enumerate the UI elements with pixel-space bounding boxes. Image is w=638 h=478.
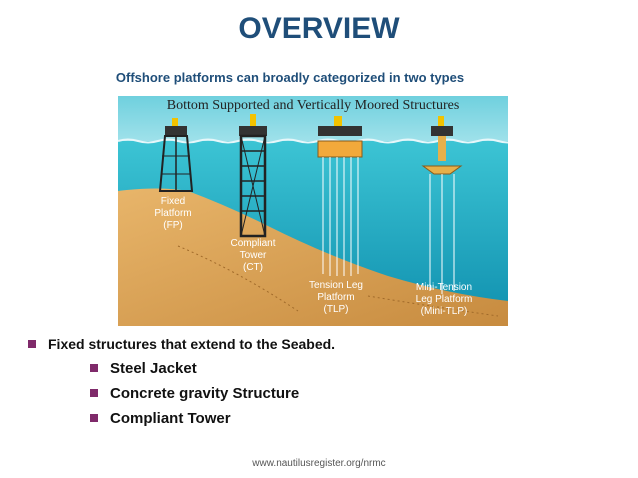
- bullet-sub-text: Steel Jacket: [110, 360, 197, 377]
- seabed-ridge-1: [177, 245, 299, 312]
- bullet-sub-2: Concrete gravity Structure: [90, 385, 299, 402]
- offshore-platforms-figure: Bottom Supported and Vertically Moored S…: [118, 96, 508, 326]
- figure-heading: Bottom Supported and Vertically Moored S…: [167, 98, 460, 113]
- mini-tlp-label-line-1: Mini-Tension: [416, 282, 472, 293]
- bullet-main: Fixed structures that extend to the Seab…: [28, 336, 335, 352]
- tlp-label-line-2: Platform: [317, 292, 354, 303]
- bullet-sub-text: Compliant Tower: [110, 410, 231, 427]
- compliant-tower-label-line-2: Tower: [240, 250, 267, 261]
- seabed: [118, 188, 508, 326]
- bullet-sub-3: Compliant Tower: [90, 410, 231, 427]
- fixed-platform-label-line-1: Fixed: [161, 196, 185, 207]
- bullet-square-icon: [90, 414, 98, 423]
- compliant-tower-label-line-3: (CT): [243, 262, 263, 273]
- tlp-label-line-1: Tension Leg: [309, 280, 363, 291]
- compliant-tower-structure: [239, 114, 267, 238]
- bullet-square-icon: [90, 389, 98, 398]
- fixed-platform-label-line-3: (FP): [163, 220, 182, 231]
- footer-url: www.nautilusregister.org/nrmc: [252, 458, 386, 469]
- bullet-square-icon: [28, 340, 36, 349]
- tension-leg-platform-structure: [317, 116, 363, 276]
- tlp-label-line-3: (TLP): [324, 304, 349, 315]
- fixed-platform-label-line-2: Platform: [154, 208, 191, 219]
- mini-tlp-label-line-3: (Mini-TLP): [421, 306, 468, 317]
- bullet-main-text: Fixed structures that extend to the Seab…: [48, 336, 336, 352]
- mini-tlp-label-line-2: Leg Platform: [416, 294, 473, 305]
- seabed-ridge-2: [367, 295, 499, 317]
- bullet-sub-1: Steel Jacket: [90, 360, 197, 377]
- mini-tlp-structure: [421, 116, 463, 294]
- slide-title: OVERVIEW: [238, 12, 400, 45]
- bullet-sub-text: Concrete gravity Structure: [110, 385, 300, 402]
- fixed-platform-structure: [158, 118, 194, 192]
- compliant-tower-label-line-1: Compliant: [230, 238, 275, 249]
- bullet-square-icon: [90, 364, 98, 373]
- slide-subtitle: Offshore platforms can broadly categoriz…: [115, 70, 465, 85]
